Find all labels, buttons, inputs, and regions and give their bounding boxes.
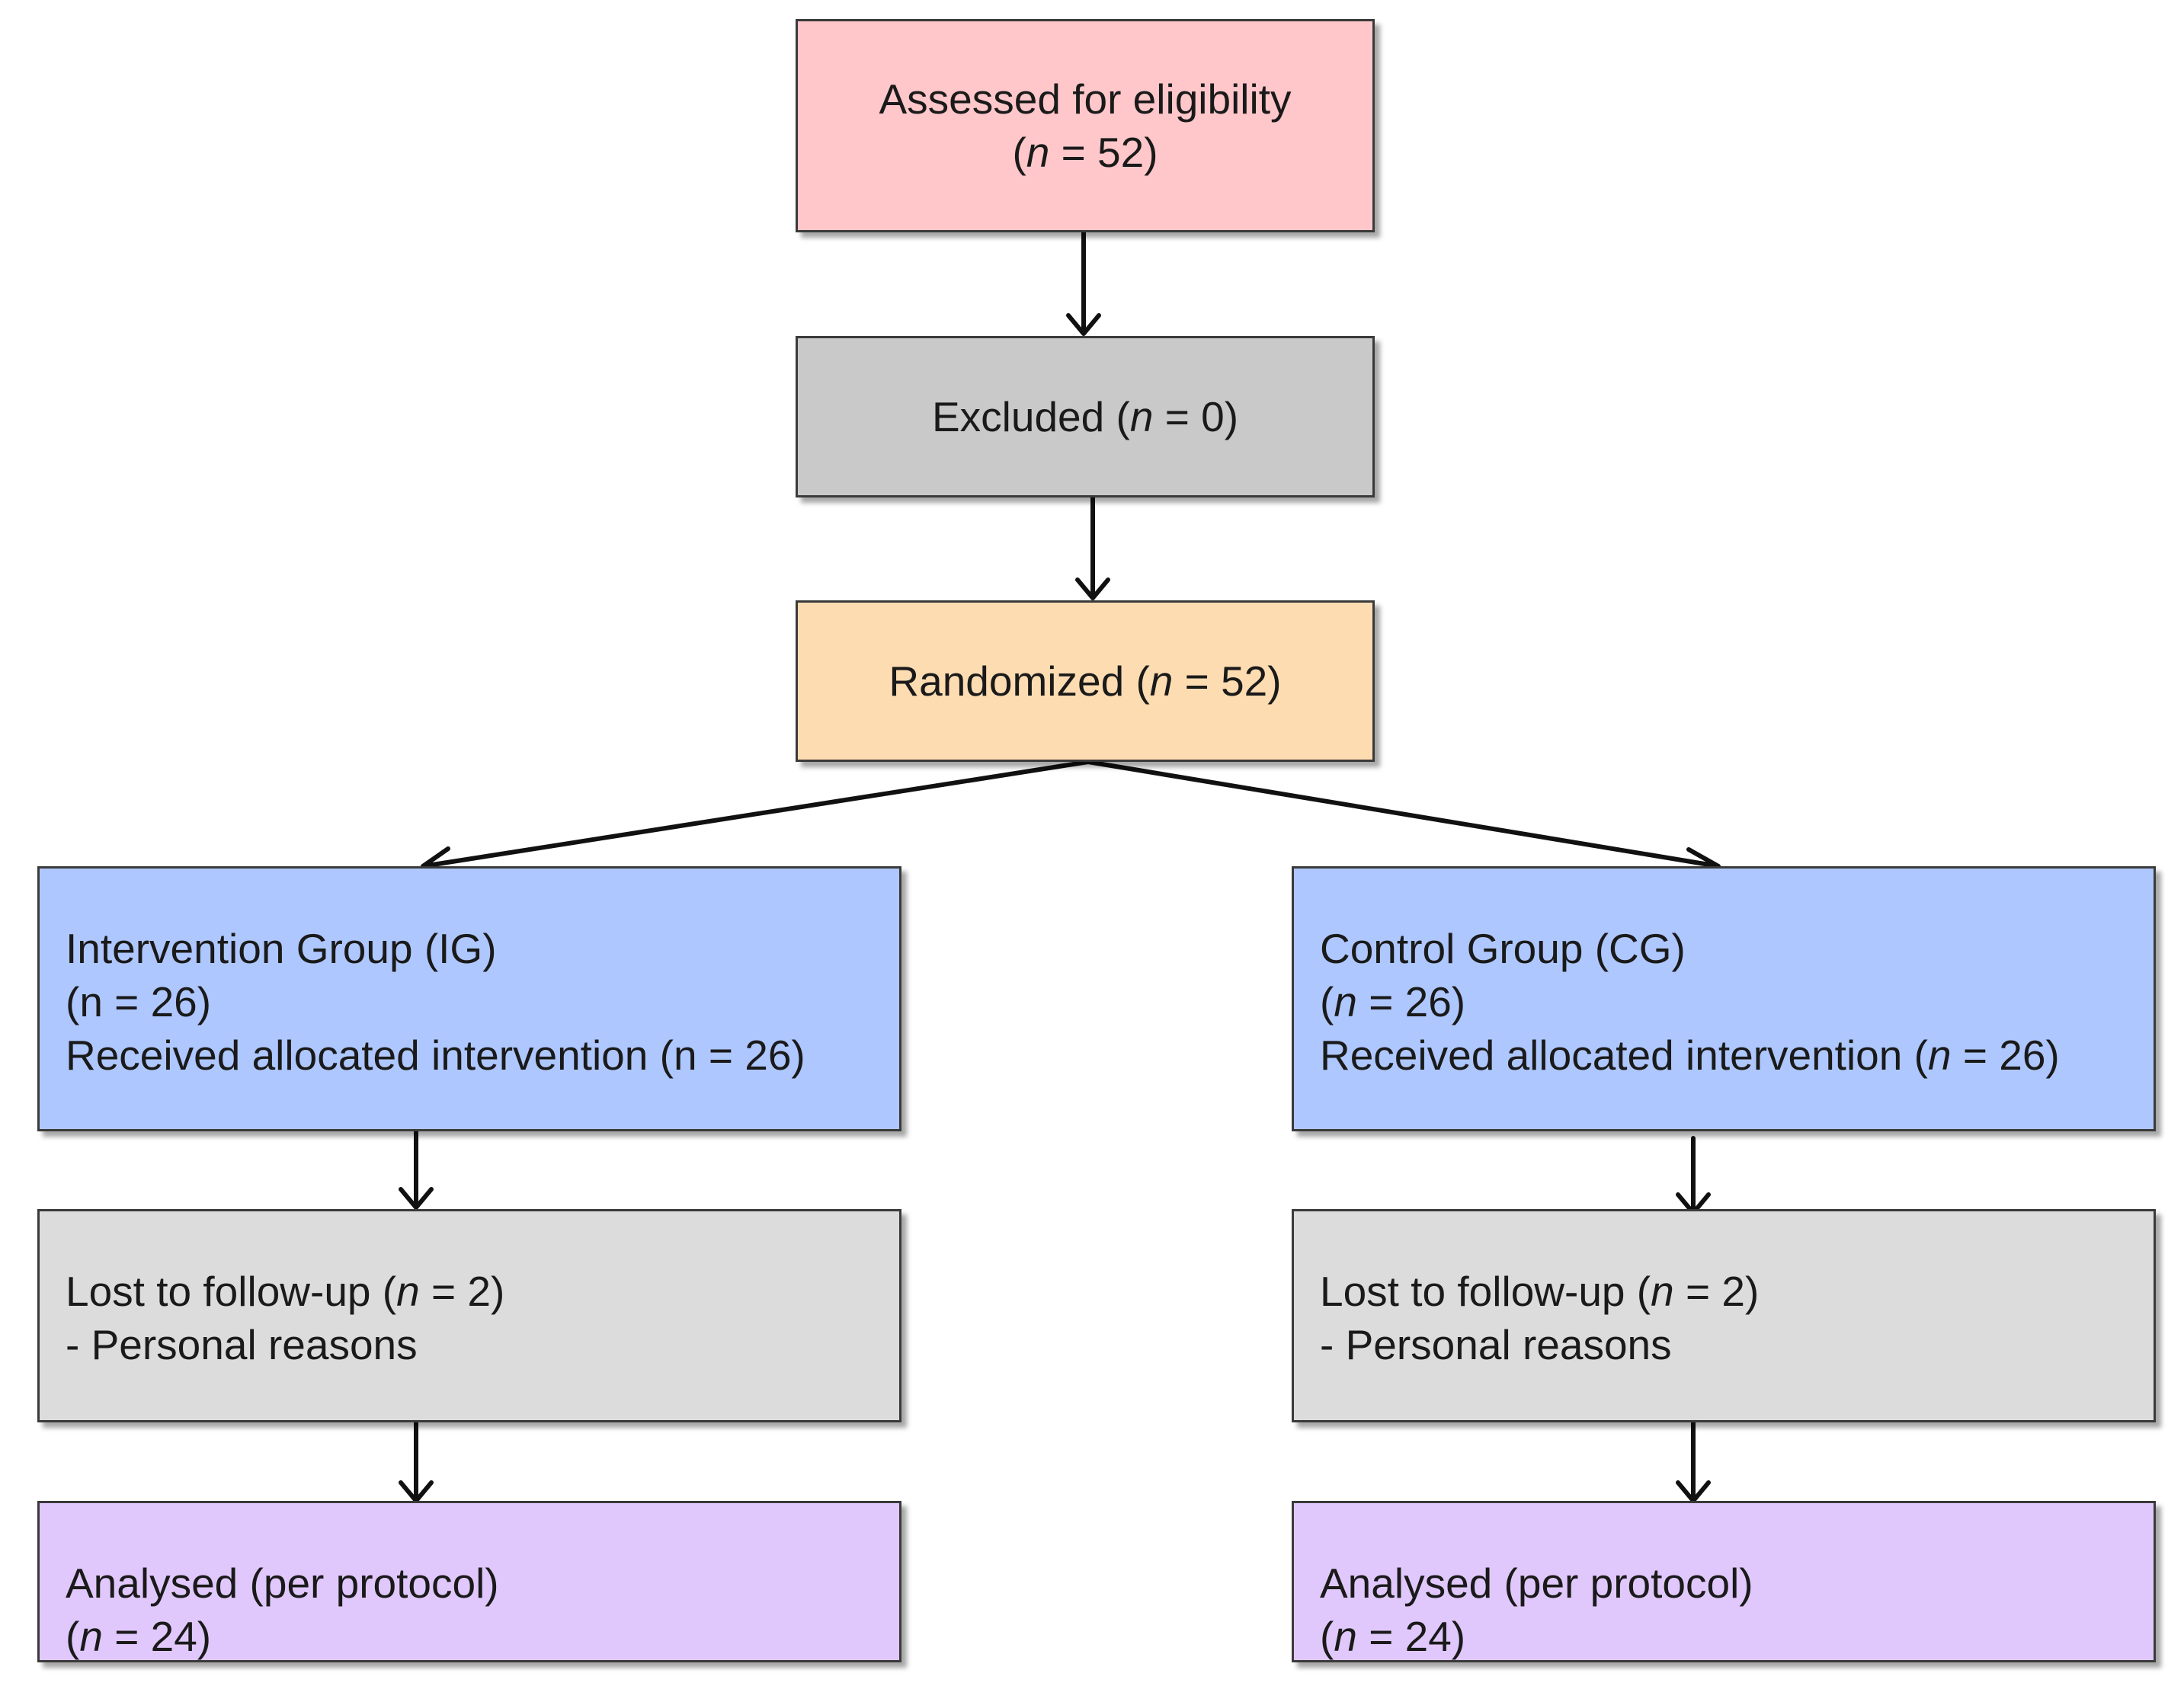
analysed-ig-count: (n = 24) — [66, 1613, 212, 1660]
randomized-label: Randomized (n = 52) — [889, 657, 1282, 705]
arrow-randomized-to-control — [1086, 760, 1721, 881]
lost-ig-label: Lost to follow-up (n = 2) — [66, 1268, 505, 1315]
arrow-assessed-to-excluded — [1066, 230, 1101, 336]
lost-cg-reason: - Personal reasons — [1320, 1321, 1672, 1368]
control-count: (n = 26) — [1320, 978, 1466, 1025]
assessed-count: (n = 52) — [1012, 129, 1158, 176]
intervention-title: Intervention Group (IG) — [66, 925, 497, 972]
analysed-ig-title: Analysed (per protocol) — [66, 1560, 499, 1607]
randomized-box: Randomized (n = 52) — [796, 600, 1375, 762]
arrow-randomized-to-intervention — [421, 760, 1090, 880]
lost-followup-cg-box: Lost to follow-up (n = 2) - Personal rea… — [1292, 1209, 2156, 1422]
intervention-count: (n = 26) — [66, 978, 212, 1025]
intervention-received: Received allocated intervention (n = 26) — [66, 1032, 805, 1079]
arrow-ig-lost-to-analysed — [399, 1420, 434, 1503]
arrow-excluded-to-randomized — [1075, 495, 1110, 600]
analysed-cg-box: Analysed (per protocol) (n = 24) — [1292, 1501, 2156, 1662]
lost-followup-ig-box: Lost to follow-up (n = 2) - Personal rea… — [37, 1209, 901, 1422]
assessed-label: Assessed for eligibility — [879, 75, 1292, 123]
excluded-label: Excluded (n = 0) — [931, 393, 1239, 440]
analysed-cg-count: (n = 24) — [1320, 1613, 1466, 1660]
lost-ig-reason: - Personal reasons — [66, 1321, 418, 1368]
arrow-cg-lost-to-analysed — [1676, 1420, 1711, 1503]
analysed-ig-box: Analysed (per protocol) (n = 24) — [37, 1501, 901, 1662]
intervention-group-box: Intervention Group (IG) (n = 26) Receive… — [37, 866, 901, 1131]
assessed-box: Assessed for eligibility (n = 52) — [796, 19, 1375, 232]
arrow-cg-to-lost — [1676, 1136, 1711, 1215]
control-title: Control Group (CG) — [1320, 925, 1686, 972]
control-received: Received allocated intervention (n = 26) — [1320, 1032, 2060, 1079]
analysed-cg-title: Analysed (per protocol) — [1320, 1560, 1753, 1607]
lost-cg-label: Lost to follow-up (n = 2) — [1320, 1268, 1760, 1315]
control-group-box: Control Group (CG) (n = 26) Received all… — [1292, 866, 2156, 1131]
arrow-ig-to-lost — [399, 1129, 434, 1210]
excluded-box: Excluded (n = 0) — [796, 336, 1375, 497]
